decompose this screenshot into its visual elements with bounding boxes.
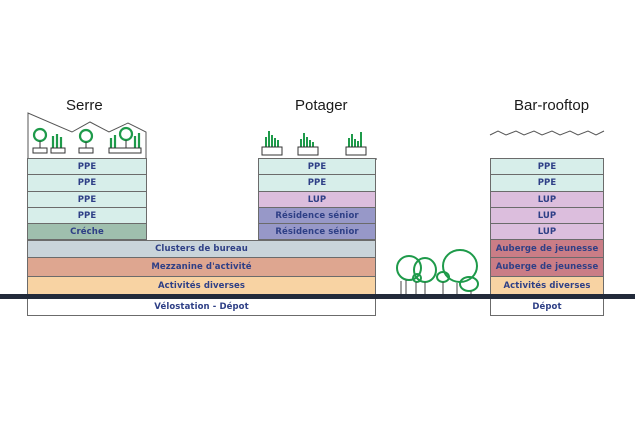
floor-serre-creche: Créche [27, 224, 147, 240]
floor-bar-depot: Dépot [490, 299, 604, 316]
floor-podium-activites: Activités diverses [27, 277, 376, 295]
floor-serre-ppe-4: PPE [27, 208, 147, 224]
greenhouse-roof-icon [27, 112, 147, 158]
ground-line [0, 294, 635, 299]
floor-podium-velostation-depot: Vélostation - Dépot [27, 299, 376, 316]
floor-podium-mezzanine: Mezzanine d'activité [27, 258, 376, 277]
floor-podium-clusters-bureau: Clusters de bureau [27, 240, 376, 258]
floor-potager-ppe-2: PPE [258, 175, 376, 192]
building-title-serre: Serre [66, 97, 103, 114]
floor-bar-auberge-2: Auberge de jeunesse [490, 258, 604, 277]
floor-bar-lup-3: LUP [490, 224, 604, 240]
floor-serre-ppe-2: PPE [27, 175, 147, 192]
floor-bar-lup-2: LUP [490, 208, 604, 224]
rooftop-bar-icon [489, 130, 605, 136]
floor-potager-residence-senior-2: Résidence sénior [258, 224, 376, 240]
floor-serre-ppe-3: PPE [27, 192, 147, 208]
floor-potager-ppe-1: PPE [258, 158, 376, 175]
floor-bar-ppe-2: PPE [490, 175, 604, 192]
floor-bar-activites: Activités diverses [490, 277, 604, 295]
floor-bar-auberge-1: Auberge de jeunesse [490, 240, 604, 258]
trees-icon [396, 249, 479, 294]
vegetable-garden-roof-icon [259, 131, 377, 160]
building-title-bar-rooftop: Bar-rooftop [514, 97, 590, 114]
floor-potager-residence-senior-1: Résidence sénior [258, 208, 376, 224]
building-title-potager: Potager [295, 97, 348, 114]
floor-bar-lup-1: LUP [490, 192, 604, 208]
floor-bar-ppe-1: PPE [490, 158, 604, 175]
floor-serre-ppe-1: PPE [27, 158, 147, 175]
floor-potager-lup: LUP [258, 192, 376, 208]
